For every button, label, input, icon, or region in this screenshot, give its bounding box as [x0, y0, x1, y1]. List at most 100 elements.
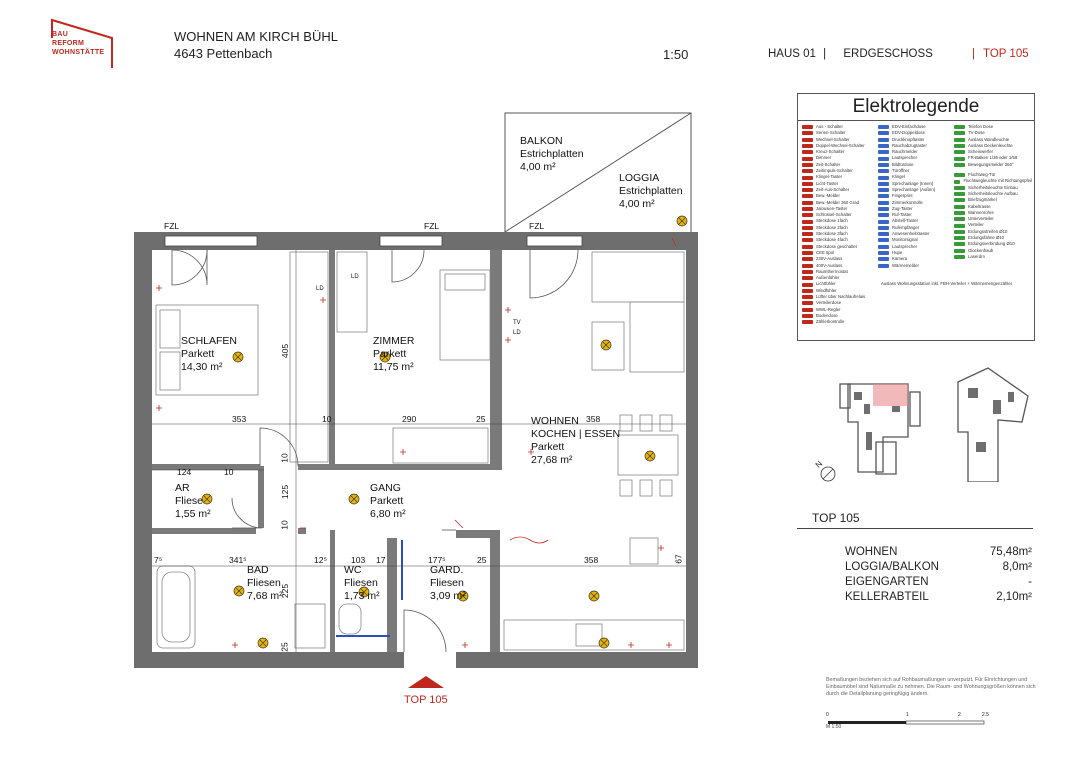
legend-symbol-icon	[802, 194, 813, 199]
light-cross-marks	[203, 217, 686, 647]
legend-symbol-icon	[954, 125, 965, 130]
room-area: 6,80 m²	[370, 508, 406, 520]
legend-label: Fluchtwegleuchte mit Richtungspfeil	[963, 178, 1032, 184]
floor-label: ERDGESCHOSS	[843, 48, 933, 60]
legend-label: Glockenhaub	[968, 247, 994, 253]
legend-symbol-icon	[954, 137, 965, 142]
legend-label: Wärmemelder	[892, 262, 919, 268]
summary-divider	[797, 528, 1033, 529]
legend-label: Auslass Deckenleuchte	[968, 142, 1013, 148]
project-title: WOHNEN AM KIRCH BÜHL	[174, 29, 338, 44]
legend-item: Fluchtweg-Tür	[954, 172, 1032, 178]
legend-label: Zeit-Schalter	[816, 161, 841, 167]
dimension-label: 125	[280, 484, 291, 500]
legend-item: Glockenhaub	[954, 248, 1032, 254]
dimension-label: 25	[477, 555, 487, 565]
scale-label: M 1:50	[826, 724, 842, 730]
legend-item: Unterverteiler	[954, 216, 1032, 222]
legend-item: Zeit-Schalter	[802, 162, 878, 168]
legend-item: Monitorsignal	[878, 237, 954, 243]
dimension-label: 17	[376, 555, 386, 565]
plan-scale: 1:50	[663, 47, 689, 62]
room-floor: Parkett	[373, 348, 407, 360]
legend-label: Verteiler	[968, 222, 984, 228]
legend-symbol-icon	[802, 225, 813, 230]
room-name: WC	[344, 564, 362, 576]
room-name: LOGGIA	[619, 172, 660, 184]
dimension-label: 7⁵	[154, 555, 163, 565]
legend-symbol-icon	[954, 236, 965, 241]
legend-label: Klingel-Taster	[816, 174, 843, 180]
legend-symbol-icon	[878, 162, 889, 167]
legend-symbol-icon	[878, 238, 889, 243]
legend-label: Lautsprecher	[892, 155, 918, 161]
project-address: 4643 Pettenbach	[174, 46, 273, 61]
legend-item: Raumthermostat	[802, 269, 878, 275]
room-gard: GARD. Fliesen 3,09 m²	[430, 564, 466, 603]
legend-symbol-icon	[802, 282, 813, 287]
legend-item: Lautsprecher	[878, 244, 954, 250]
legend-item: CEE 5pol	[802, 250, 878, 256]
legend-item: Bew.-Melder	[802, 193, 878, 199]
legend-label: Außenfühler	[816, 275, 840, 281]
legend-label: Doppel-Wechsel-Schalter	[816, 142, 865, 148]
legend-item: Briefzugmarkel	[954, 197, 1032, 203]
room-area: 27,68 m²	[531, 454, 573, 466]
legend-label: Dimmer	[816, 155, 832, 161]
legend-symbol-icon	[878, 232, 889, 237]
legend-item: Zählerkontrolle	[802, 319, 878, 325]
legend-symbol-icon	[878, 188, 889, 193]
legend-symbol-icon	[802, 188, 813, 193]
legend-symbol-icon	[954, 173, 965, 178]
legend-label: Auslass Wohnungsstation inkl. FBH-Vertei…	[881, 280, 1013, 286]
legend-item: Zug-Taster	[878, 206, 954, 212]
legend-item: Erdungsfahne Ø10	[954, 235, 1032, 241]
dimension-label: 358	[586, 414, 601, 424]
legend-symbol-icon	[878, 137, 889, 142]
legend-label: EDV-Einfachdose	[892, 124, 926, 129]
legend-item: 400V-Auslass	[802, 263, 878, 269]
legend-label: Steckdose 3fach	[816, 231, 848, 237]
legend-item: Steckdose geschaltet	[802, 244, 878, 250]
legend-item: Ruf-Taster	[878, 212, 954, 218]
legend-symbol-icon	[954, 248, 965, 253]
legend-item: Sicherheitsleuchte Aufbau	[954, 191, 1032, 197]
legend-label: Erdungsfahne Ø10	[968, 235, 1005, 241]
legend-symbol-icon	[954, 242, 965, 247]
room-floor: Fliesen	[430, 577, 464, 589]
legend-symbol-icon	[802, 307, 813, 312]
floor-plan	[134, 112, 698, 688]
legend-symbol-icon	[878, 194, 889, 199]
room-area: 4,00 m²	[619, 198, 655, 210]
legend-label: Sprechanlage (Außen)	[892, 186, 936, 192]
furniture	[155, 251, 685, 651]
scale-tick: 1	[906, 712, 909, 718]
summary-value: -	[1028, 576, 1032, 588]
legend-label: Lüfter über Nachlaufrelais	[816, 294, 866, 300]
legend-symbol-icon	[954, 211, 965, 215]
legend-item: Kabeltrasse	[954, 204, 1032, 210]
legend-label: Rauchmelder	[892, 149, 918, 155]
legend-label: Schlüssel-Schalter	[816, 212, 852, 218]
legend-symbol-icon	[954, 131, 965, 136]
legend-label: Kreuz-Schalter	[816, 149, 845, 155]
dimension-label: 177⁵	[428, 555, 446, 565]
legend-label: Kamera	[892, 256, 908, 262]
legend-symbol-icon	[954, 144, 965, 149]
legend-item: Lüfter über Nachlaufrelais	[802, 294, 878, 300]
room-area: 7,68 m²	[247, 590, 283, 602]
room-bad: BAD Fliesen 7,68 m²	[247, 564, 283, 603]
legend-symbol-icon	[878, 219, 889, 224]
legend-label: Türöffner	[892, 168, 910, 174]
legend-symbol-icon	[878, 156, 889, 161]
legend-item: Türöffner	[878, 168, 954, 174]
room-loggia: LOGGIA Estrichplatten 4,00 m²	[619, 172, 683, 211]
legend-symbol-icon	[954, 156, 965, 161]
legend-symbol-icon	[802, 295, 813, 300]
legend-label: Klingel	[892, 174, 905, 180]
entrance-label: TOP 105	[404, 694, 448, 706]
room-name: GANG	[370, 482, 401, 494]
legend-item: Erdungsverbindung Ø10	[954, 241, 1032, 247]
legend-item: Scheinwerfer	[954, 149, 1032, 155]
legend-symbol-icon	[954, 229, 965, 234]
